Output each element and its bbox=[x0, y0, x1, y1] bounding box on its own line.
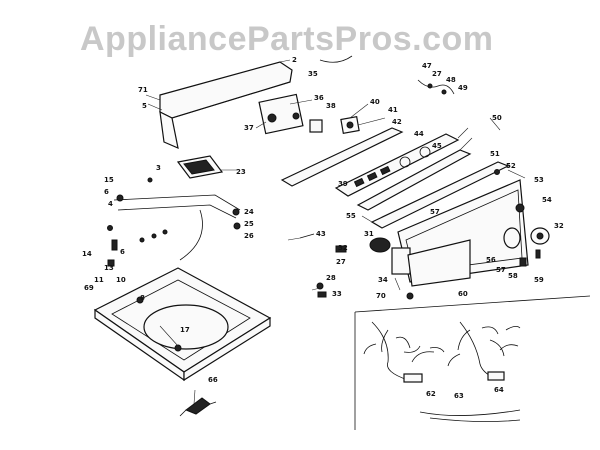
callout-69: 69 bbox=[84, 284, 94, 292]
callout-66: 66 bbox=[208, 376, 218, 384]
callout-24: 24 bbox=[244, 208, 254, 216]
callout-64: 64 bbox=[494, 386, 504, 394]
callout-42: 42 bbox=[392, 118, 402, 126]
callout-36: 36 bbox=[314, 94, 324, 102]
callout-14: 14 bbox=[82, 250, 92, 258]
callout-59: 59 bbox=[534, 276, 544, 284]
small-wire-harness bbox=[417, 79, 455, 95]
timer-switch-assembly bbox=[258, 55, 360, 135]
callout-54: 54 bbox=[542, 196, 552, 204]
callout-49: 49 bbox=[458, 84, 468, 92]
callout-63: 63 bbox=[454, 392, 464, 400]
callout-70: 70 bbox=[376, 292, 386, 300]
mounting-bracket bbox=[113, 155, 241, 261]
fastener-set bbox=[107, 177, 168, 267]
callout-43: 43 bbox=[316, 230, 326, 238]
callout-28: 28 bbox=[326, 274, 336, 282]
callout-26: 26 bbox=[244, 232, 254, 240]
callout-13: 13 bbox=[104, 264, 114, 272]
callout-8: 8 bbox=[140, 294, 145, 302]
callout-71: 71 bbox=[138, 86, 148, 94]
callout-27-top: 27 bbox=[432, 70, 442, 78]
callout-32: 32 bbox=[554, 222, 564, 230]
callout-60: 60 bbox=[458, 290, 468, 298]
leader-lines bbox=[145, 59, 526, 405]
callout-41: 41 bbox=[388, 106, 398, 114]
callout-15: 15 bbox=[104, 176, 114, 184]
callout-56: 56 bbox=[486, 256, 496, 264]
callout-6-left: 6 bbox=[104, 188, 109, 196]
wire-harness-inset bbox=[354, 295, 591, 430]
callout-23: 23 bbox=[236, 168, 246, 176]
callout-44: 44 bbox=[414, 130, 424, 138]
callout-27-center: 27 bbox=[336, 258, 346, 266]
callout-51: 51 bbox=[490, 150, 500, 158]
callout-31: 31 bbox=[364, 230, 374, 238]
callout-32-center: 32 bbox=[338, 244, 348, 252]
callout-labels: 71 5 2 35 36 37 38 40 41 42 47 27 48 49 … bbox=[82, 56, 564, 400]
callout-62: 62 bbox=[426, 390, 436, 398]
lid-clip bbox=[179, 397, 217, 417]
watermark-text: AppliancePartsPros.com bbox=[80, 20, 494, 58]
callout-4: 4 bbox=[108, 200, 113, 208]
motor-switch-parts bbox=[299, 233, 471, 300]
callout-6-lower: 6 bbox=[120, 248, 125, 256]
callout-57-lower: 57 bbox=[496, 266, 506, 274]
callout-39: 39 bbox=[338, 180, 348, 188]
callout-37: 37 bbox=[244, 124, 254, 132]
callout-50: 50 bbox=[492, 114, 502, 122]
callout-5: 5 bbox=[142, 102, 147, 110]
callout-55: 55 bbox=[346, 212, 356, 220]
callout-47: 47 bbox=[422, 62, 432, 70]
callout-58: 58 bbox=[508, 272, 518, 280]
callout-33: 33 bbox=[332, 290, 342, 298]
callout-10: 10 bbox=[116, 276, 126, 284]
washer-top-cover bbox=[93, 267, 272, 382]
callout-53: 53 bbox=[534, 176, 544, 184]
callout-52: 52 bbox=[506, 162, 516, 170]
callout-2: 2 bbox=[292, 56, 297, 64]
callout-57: 57 bbox=[430, 208, 440, 216]
knob-assembly bbox=[503, 227, 550, 267]
callout-34: 34 bbox=[378, 276, 388, 284]
callout-17: 17 bbox=[180, 326, 190, 334]
callout-11: 11 bbox=[94, 276, 104, 284]
callout-40: 40 bbox=[370, 98, 380, 106]
callout-25: 25 bbox=[244, 220, 254, 228]
callout-38: 38 bbox=[326, 102, 336, 110]
control-panel-strip bbox=[280, 127, 460, 197]
callout-45: 45 bbox=[432, 142, 442, 150]
callout-35: 35 bbox=[308, 70, 318, 78]
callout-3: 3 bbox=[156, 164, 161, 172]
callout-48: 48 bbox=[446, 76, 456, 84]
